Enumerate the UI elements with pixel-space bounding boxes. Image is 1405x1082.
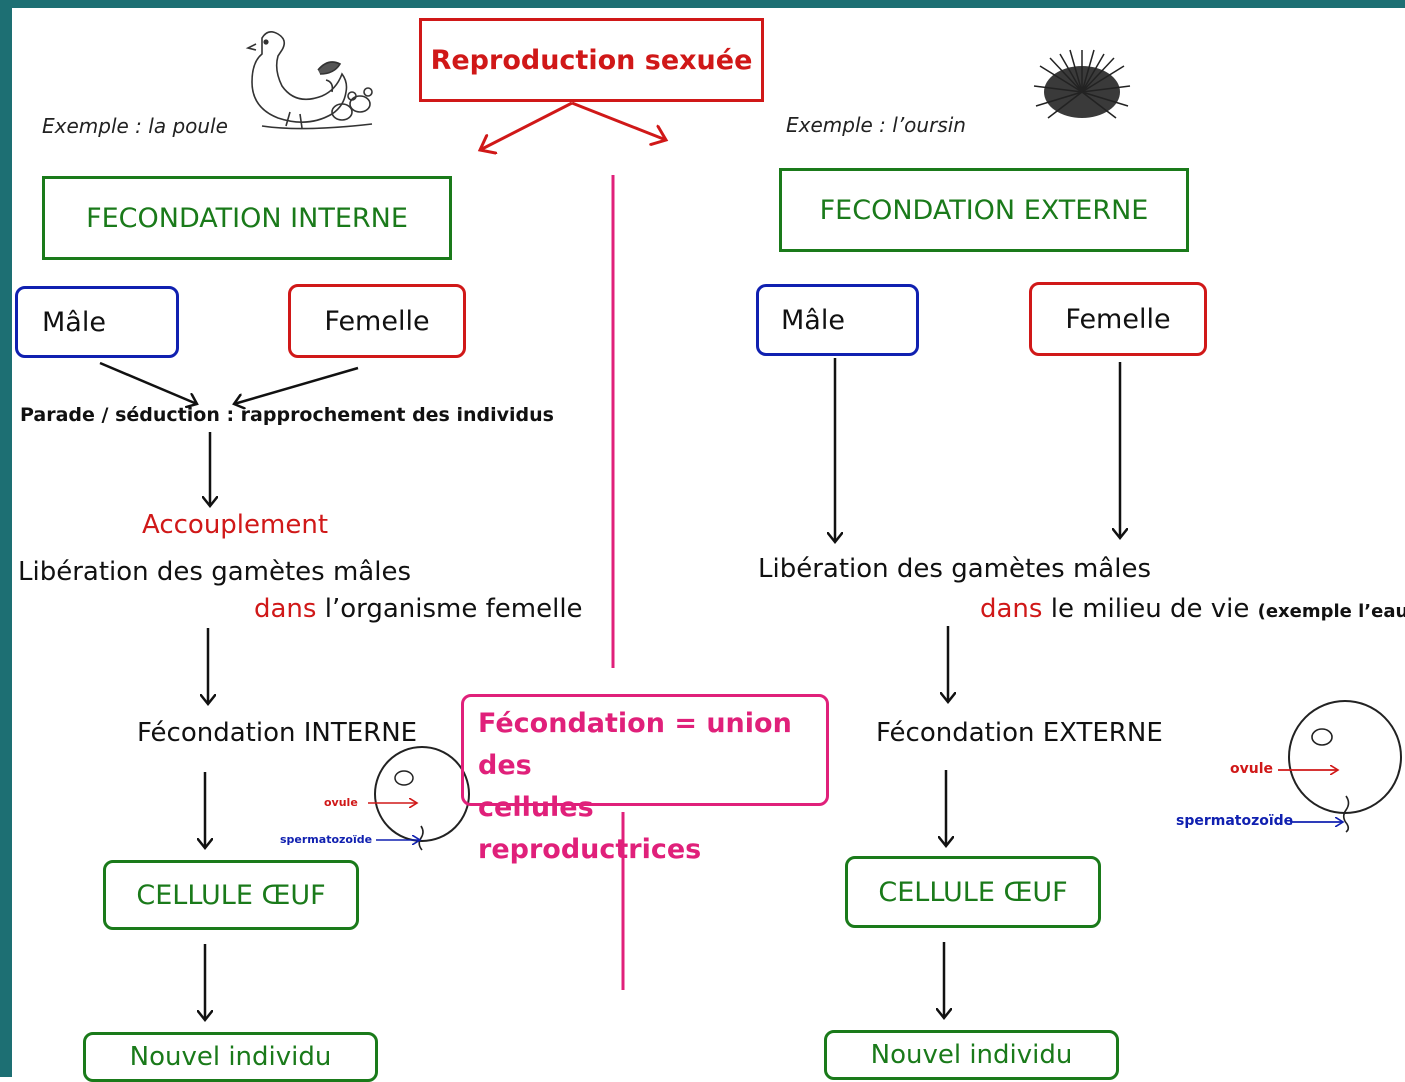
example-hen: Exemple : la poule xyxy=(42,114,228,138)
female-box-right: Femelle xyxy=(1029,282,1207,356)
fertilization-text-left: Fécondation INTERNE xyxy=(137,718,418,748)
female-to-parade-arrow xyxy=(234,366,359,404)
release-location-prefix-left: dans xyxy=(254,594,317,624)
internal-fertilization-label: FECONDATION INTERNE xyxy=(86,202,408,234)
male-box-left: Mâle xyxy=(15,286,179,358)
new-individual-box-right: Nouvel individu xyxy=(824,1030,1119,1080)
release-location-rest-left: l’organisme femelle xyxy=(324,594,583,624)
fertilization-text-right: Fécondation EXTERNE xyxy=(876,718,1163,748)
sperm-label-left: spermatozoïde xyxy=(280,833,373,846)
ovule-sketch-right xyxy=(1278,700,1402,833)
hen-illustration xyxy=(245,30,373,130)
external-fertilization-box: FECONDATION EXTERNE xyxy=(779,168,1189,252)
release-location-left: dans l’organisme femelle xyxy=(254,594,583,624)
release-location-note-right: (exemple l’eau) xyxy=(1257,601,1405,622)
new-individual-label-right: Nouvel individu xyxy=(870,1040,1073,1070)
internal-fertilization-box: FECONDATION INTERNE xyxy=(42,176,452,260)
egg-cell-label-right: CELLULE ŒUF xyxy=(878,876,1068,908)
ovule-label-left: ovule xyxy=(324,796,358,809)
sperm-label-right: spermatozoïde xyxy=(1176,813,1294,829)
release-text-right: Libération des gamètes mâles xyxy=(758,554,1151,584)
egg-cell-box-left: CELLULE ŒUF xyxy=(103,860,359,930)
definition-line-2: cellules reproductrices xyxy=(478,792,702,865)
sea-urchin-illustration xyxy=(1033,49,1131,119)
new-individual-box-left: Nouvel individu xyxy=(83,1032,378,1082)
example-urchin: Exemple : l’oursin xyxy=(786,113,966,137)
mating-text: Accouplement xyxy=(142,510,329,540)
release-location-rest-right: le milieu de vie xyxy=(1050,594,1250,624)
title-text: Reproduction sexuée xyxy=(430,44,753,76)
female-label-left: Femelle xyxy=(324,305,430,337)
male-box-right: Mâle xyxy=(756,284,919,356)
definition-line-1: Fécondation = union des xyxy=(478,708,792,781)
title-box: Reproduction sexuée xyxy=(419,18,764,102)
release-location-prefix-right: dans xyxy=(980,594,1043,624)
egg-cell-box-right: CELLULE ŒUF xyxy=(845,856,1101,928)
male-label-right: Mâle xyxy=(781,304,845,336)
new-individual-label-left: Nouvel individu xyxy=(129,1042,332,1072)
parade-text: Parade / séduction : rapprochement des i… xyxy=(20,404,554,426)
ovule-sketch-left xyxy=(368,746,470,851)
release-location-right: dans le milieu de vie (exemple l’eau) xyxy=(980,594,1405,624)
fertilization-definition-box: Fécondation = union des cellules reprodu… xyxy=(461,694,829,865)
title-arrow-left xyxy=(480,101,573,150)
female-label-right: Femelle xyxy=(1065,303,1171,335)
release-text-left: Libération des gamètes mâles xyxy=(18,557,411,587)
title-arrow-right xyxy=(571,101,666,140)
egg-cell-label-left: CELLULE ŒUF xyxy=(136,879,326,911)
female-box-left: Femelle xyxy=(288,284,466,358)
male-to-parade-arrow xyxy=(99,361,197,404)
ovule-label-right: ovule xyxy=(1230,761,1274,777)
external-fertilization-label: FECONDATION EXTERNE xyxy=(819,194,1149,226)
male-label-left: Mâle xyxy=(42,306,106,338)
